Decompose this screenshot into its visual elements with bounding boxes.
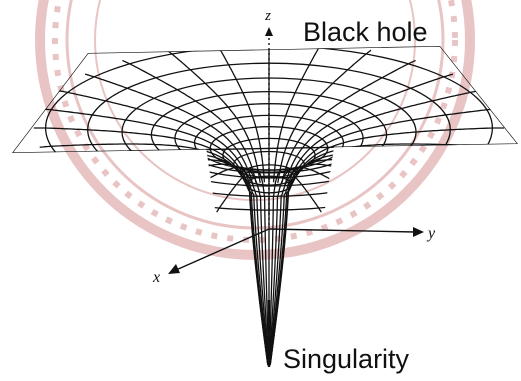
surface-radial-line [288,108,499,189]
surface-radial-line [272,168,322,213]
axes [168,27,424,274]
surface-radial-line [286,152,482,194]
surface-radial-line [272,46,322,183]
singularity-label: Singularity [283,344,410,374]
funnel-line [259,195,270,366]
z-axis-label: z [264,8,271,24]
z-axis-arrow [265,27,273,36]
spacetime-surface [12,46,518,367]
y-axis-arrow [413,227,424,237]
surface-radial-line [39,108,250,189]
surface-radial-line [280,59,416,185]
surface-radial-line [216,168,266,213]
funnel-line [269,194,282,366]
surface-radial-line [122,59,258,185]
y-axis [268,228,416,233]
surface-radial-line [284,73,454,186]
funnel-line [248,189,269,366]
funnel-line [269,193,285,366]
x-axis-arrow [168,264,180,274]
surface-radial-line [33,127,250,190]
black-hole-label: Black hole [303,17,428,47]
surface-radial-line [56,89,252,187]
x-axis-label: x [152,269,160,286]
funnel-line [256,194,269,366]
y-axis-label: y [426,225,436,242]
surface-radial-line [288,127,505,190]
surface-radial-line [277,49,372,184]
surface-radial-line [39,143,250,192]
funnel-line [268,195,279,366]
surface-radial-line [286,89,482,187]
surface-radial-line [84,73,254,186]
surface-radial-line [216,46,266,183]
surface-radial-line [166,49,261,184]
x-axis [175,228,270,271]
